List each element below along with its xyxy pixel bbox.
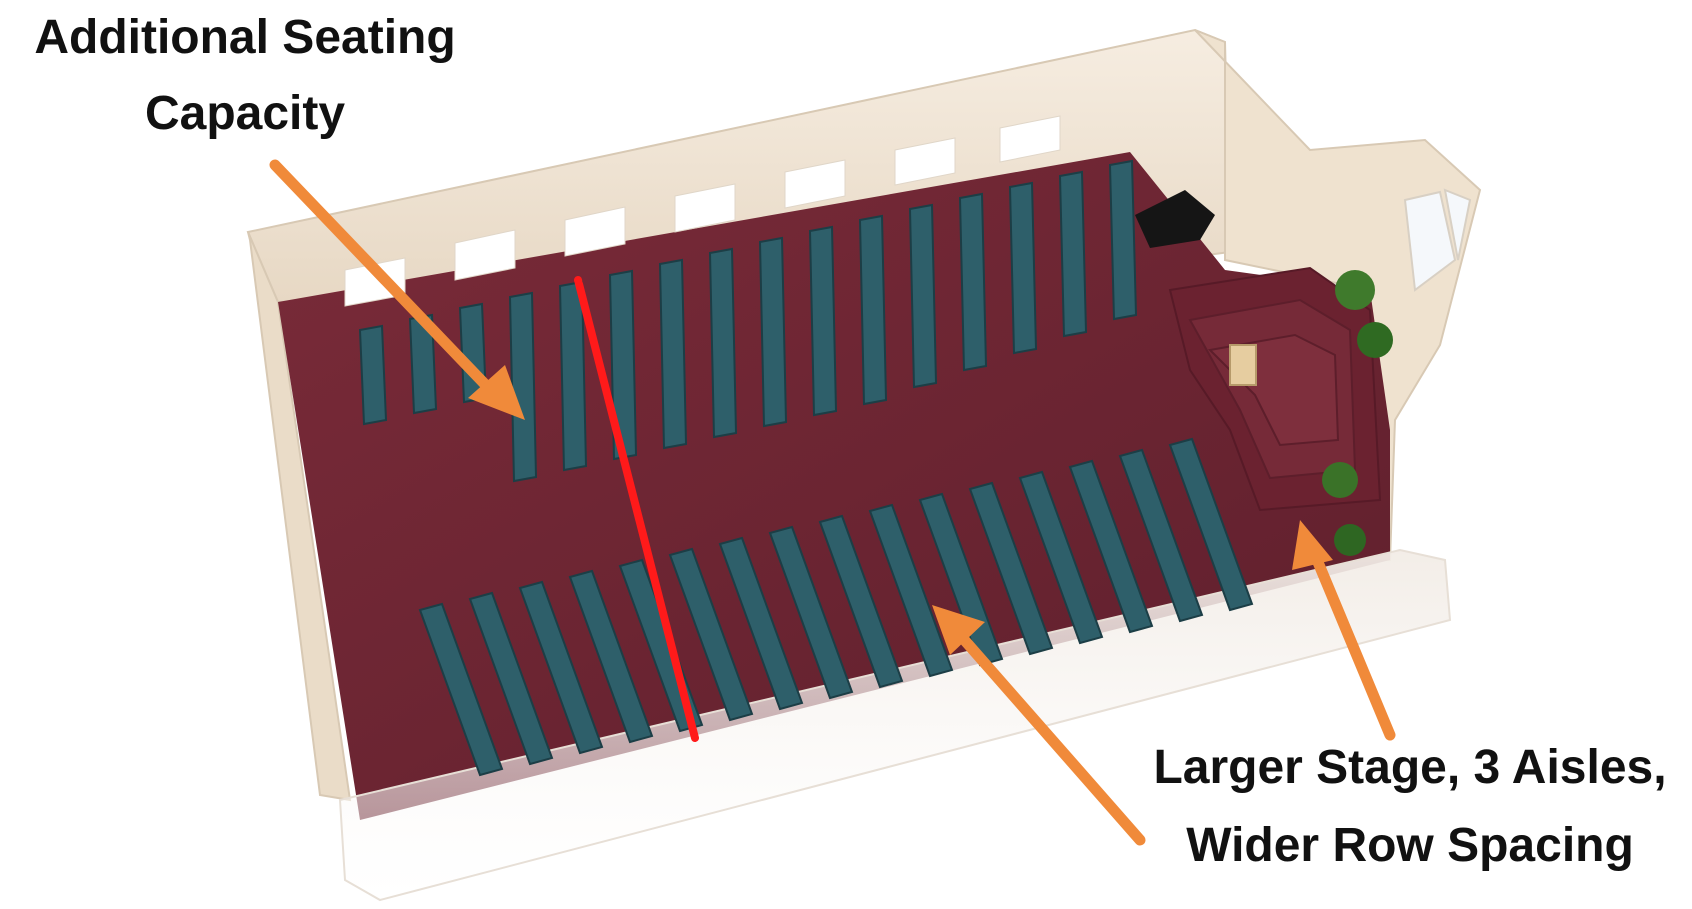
arrow-additional-seating: [269, 159, 506, 406]
chair-row: [868, 503, 954, 678]
annotation-additional-seating-line1: Additional Seating: [34, 11, 456, 64]
chair-row: [608, 269, 638, 461]
chair-row: [768, 525, 854, 700]
lower-seating-section: [418, 437, 1254, 777]
chair-row: [518, 580, 604, 755]
chair-row: [418, 602, 504, 777]
chair-row: [808, 225, 838, 417]
chair-row: [508, 291, 538, 483]
chair-row: [1058, 170, 1088, 338]
stage-windows: [1403, 188, 1472, 292]
plant: [1334, 524, 1366, 556]
arrow-row-spacing: [954, 629, 1146, 846]
chair-row: [468, 591, 554, 766]
chair-row: [818, 514, 904, 689]
arrow-head: [1292, 520, 1333, 570]
arrow-head: [468, 365, 525, 420]
back-wall-windows: [344, 115, 1061, 307]
arrow-head: [932, 605, 985, 655]
chair-row: [668, 547, 754, 722]
chair-row: [708, 247, 738, 439]
stage: [1135, 190, 1393, 556]
plant: [1335, 270, 1375, 310]
chair-row: [558, 280, 588, 472]
chair-row: [908, 203, 938, 389]
chair-row: [1108, 159, 1138, 321]
front-wall: [338, 548, 1452, 902]
annotation-larger-stage-line1: Larger Stage, 3 Aisles,: [1153, 741, 1667, 794]
chair-row: [658, 258, 688, 450]
chair-row: [1118, 448, 1204, 623]
piano: [1135, 190, 1215, 248]
plant: [1357, 322, 1393, 358]
chair-row: [1168, 437, 1254, 612]
divider-line: [574, 276, 699, 742]
chair-row: [1018, 470, 1104, 645]
plant: [1322, 462, 1358, 498]
chair-row: [1008, 181, 1038, 355]
chair-row: [358, 324, 388, 426]
annotation-arrows: [269, 159, 1396, 846]
chair-row: [718, 536, 804, 711]
chair-row: [958, 192, 988, 372]
chair-row: [758, 236, 788, 428]
annotation-additional-seating-line2: Capacity: [144, 87, 346, 140]
chair-row: [858, 214, 888, 406]
arrow-larger-stage: [1309, 549, 1396, 741]
chair-row: [968, 481, 1054, 656]
upper-seating-section: [358, 159, 1138, 483]
pulpit: [1229, 344, 1257, 386]
chair-row: [568, 569, 654, 744]
annotation-larger-stage-line2: Wider Row Spacing: [1186, 819, 1634, 872]
chair-row: [1068, 459, 1154, 634]
